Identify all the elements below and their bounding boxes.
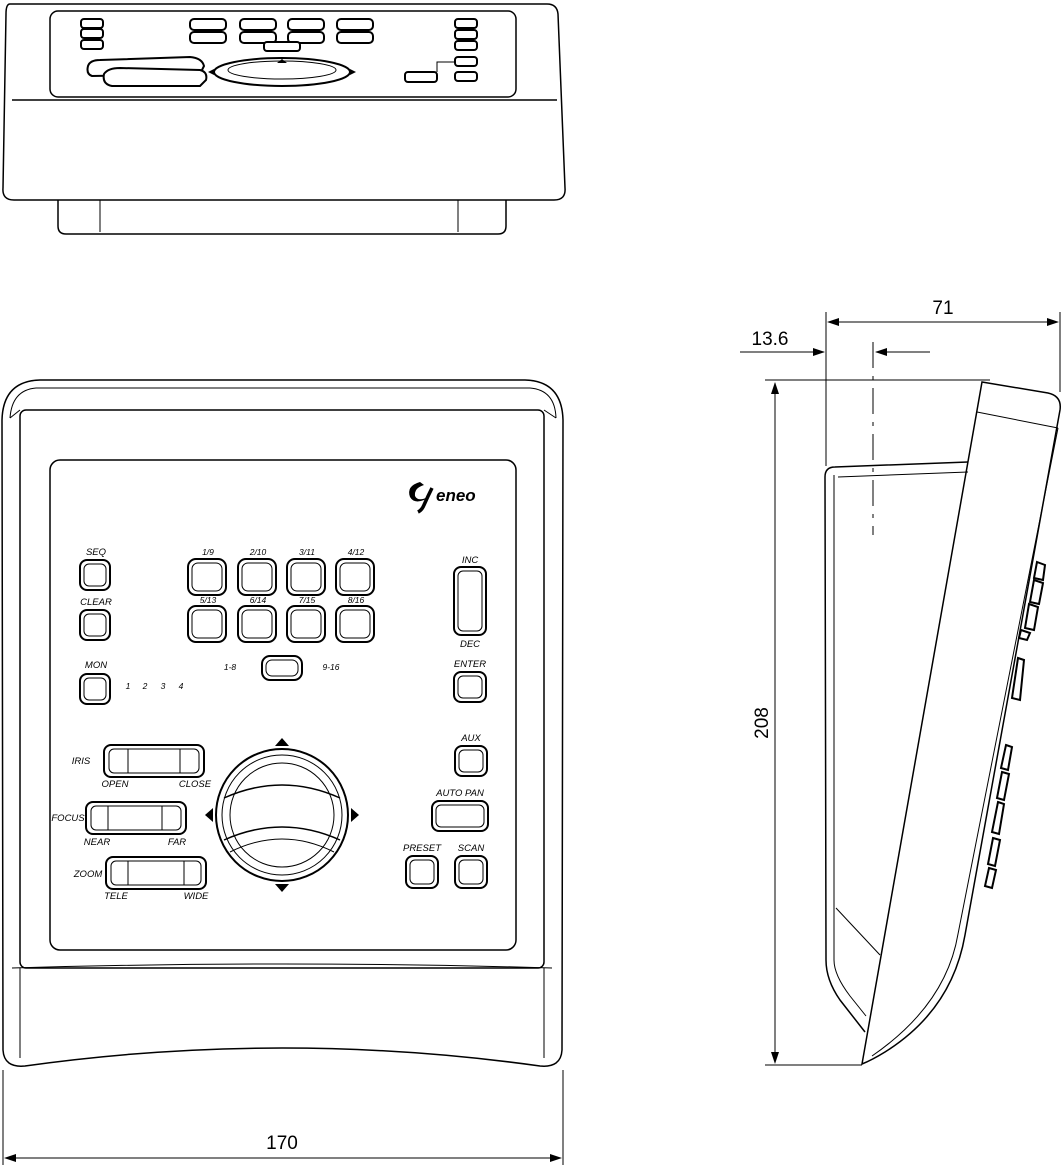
camera-label-8: 8/16 bbox=[348, 595, 365, 605]
dimension-depth: 71 bbox=[825, 298, 1061, 466]
mon-button[interactable] bbox=[79, 673, 111, 705]
dec-label: DEC bbox=[460, 639, 480, 650]
focus-label: FOCUS bbox=[51, 813, 85, 824]
iris-open-label: OPEN bbox=[102, 779, 129, 790]
camera-button-5[interactable] bbox=[187, 605, 227, 643]
pan-right-icon bbox=[351, 808, 359, 822]
zoom-wide-label: WIDE bbox=[184, 891, 209, 902]
inc-label: INC bbox=[462, 555, 479, 566]
mon-label: MON bbox=[85, 660, 107, 671]
auto-pan-label: AUTO PAN bbox=[435, 788, 484, 799]
inc-dec-rocker[interactable] bbox=[453, 566, 487, 636]
height-value: 208 bbox=[752, 707, 773, 739]
pan-left-icon bbox=[205, 808, 213, 822]
aux-button[interactable] bbox=[454, 745, 488, 777]
mon-number-1: 1 bbox=[126, 681, 131, 691]
focus-far-label: FAR bbox=[168, 837, 186, 848]
camera-label-2: 2/10 bbox=[249, 547, 267, 557]
auto-pan-button[interactable] bbox=[431, 800, 489, 832]
camera-label-1: 1/9 bbox=[202, 547, 214, 557]
bank-switch[interactable] bbox=[261, 655, 303, 681]
top-view bbox=[2, 3, 566, 235]
camera-label-5: 5/13 bbox=[200, 595, 217, 605]
side-view bbox=[824, 381, 1061, 1066]
iris-label: IRIS bbox=[72, 756, 91, 767]
dimension-offset: 13.6 bbox=[740, 329, 930, 535]
mon-number-4: 4 bbox=[179, 681, 184, 691]
ptz-joystick[interactable] bbox=[215, 748, 349, 882]
bank-low-label: 1-8 bbox=[224, 662, 237, 672]
seq-button[interactable] bbox=[79, 559, 111, 591]
scan-button[interactable] bbox=[454, 855, 488, 889]
tilt-up-icon bbox=[275, 738, 289, 746]
seq-label: SEQ bbox=[86, 547, 107, 558]
camera-button-8[interactable] bbox=[335, 605, 375, 643]
mon-number-2: 2 bbox=[142, 681, 148, 691]
camera-button-4[interactable] bbox=[335, 558, 375, 596]
aux-label: AUX bbox=[460, 733, 481, 744]
camera-button-1[interactable] bbox=[187, 558, 227, 596]
camera-button-7[interactable] bbox=[286, 605, 326, 643]
offset-value: 13.6 bbox=[752, 329, 789, 350]
zoom-rocker[interactable] bbox=[105, 856, 207, 890]
camera-label-6: 6/14 bbox=[250, 595, 267, 605]
focus-near-label: NEAR bbox=[84, 837, 111, 848]
clear-label: CLEAR bbox=[80, 597, 112, 608]
zoom-tele-label: TELE bbox=[104, 891, 128, 902]
camera-button-3[interactable] bbox=[286, 558, 326, 596]
preset-button[interactable] bbox=[405, 855, 439, 889]
clear-button[interactable] bbox=[79, 609, 111, 641]
preset-label: PRESET bbox=[403, 843, 442, 854]
camera-label-3: 3/11 bbox=[299, 547, 315, 557]
width-value: 170 bbox=[266, 1133, 298, 1154]
tilt-down-icon bbox=[275, 884, 289, 892]
camera-label-7: 7/15 bbox=[299, 595, 316, 605]
dimension-width: 170 bbox=[2, 1070, 564, 1165]
enter-label: ENTER bbox=[454, 659, 486, 670]
zoom-label: ZOOM bbox=[73, 869, 103, 880]
depth-value: 71 bbox=[932, 298, 953, 319]
iris-close-label: CLOSE bbox=[179, 779, 212, 790]
dimension-height: 208 bbox=[752, 379, 990, 1066]
bank-high-label: 9-16 bbox=[322, 662, 339, 672]
eneo-logo: eneo bbox=[409, 482, 476, 514]
logo-text: eneo bbox=[436, 486, 476, 505]
enter-button[interactable] bbox=[453, 671, 487, 703]
iris-rocker[interactable] bbox=[103, 744, 205, 778]
scan-label: SCAN bbox=[458, 843, 485, 854]
front-view: eneo SEQ CLEAR MON 1 2 3 4 1/9 2/10 3/11… bbox=[1, 379, 564, 1067]
mon-number-3: 3 bbox=[161, 681, 166, 691]
camera-label-4: 4/12 bbox=[348, 547, 365, 557]
focus-rocker[interactable] bbox=[85, 801, 187, 835]
camera-button-2[interactable] bbox=[237, 558, 277, 596]
camera-button-6[interactable] bbox=[237, 605, 277, 643]
